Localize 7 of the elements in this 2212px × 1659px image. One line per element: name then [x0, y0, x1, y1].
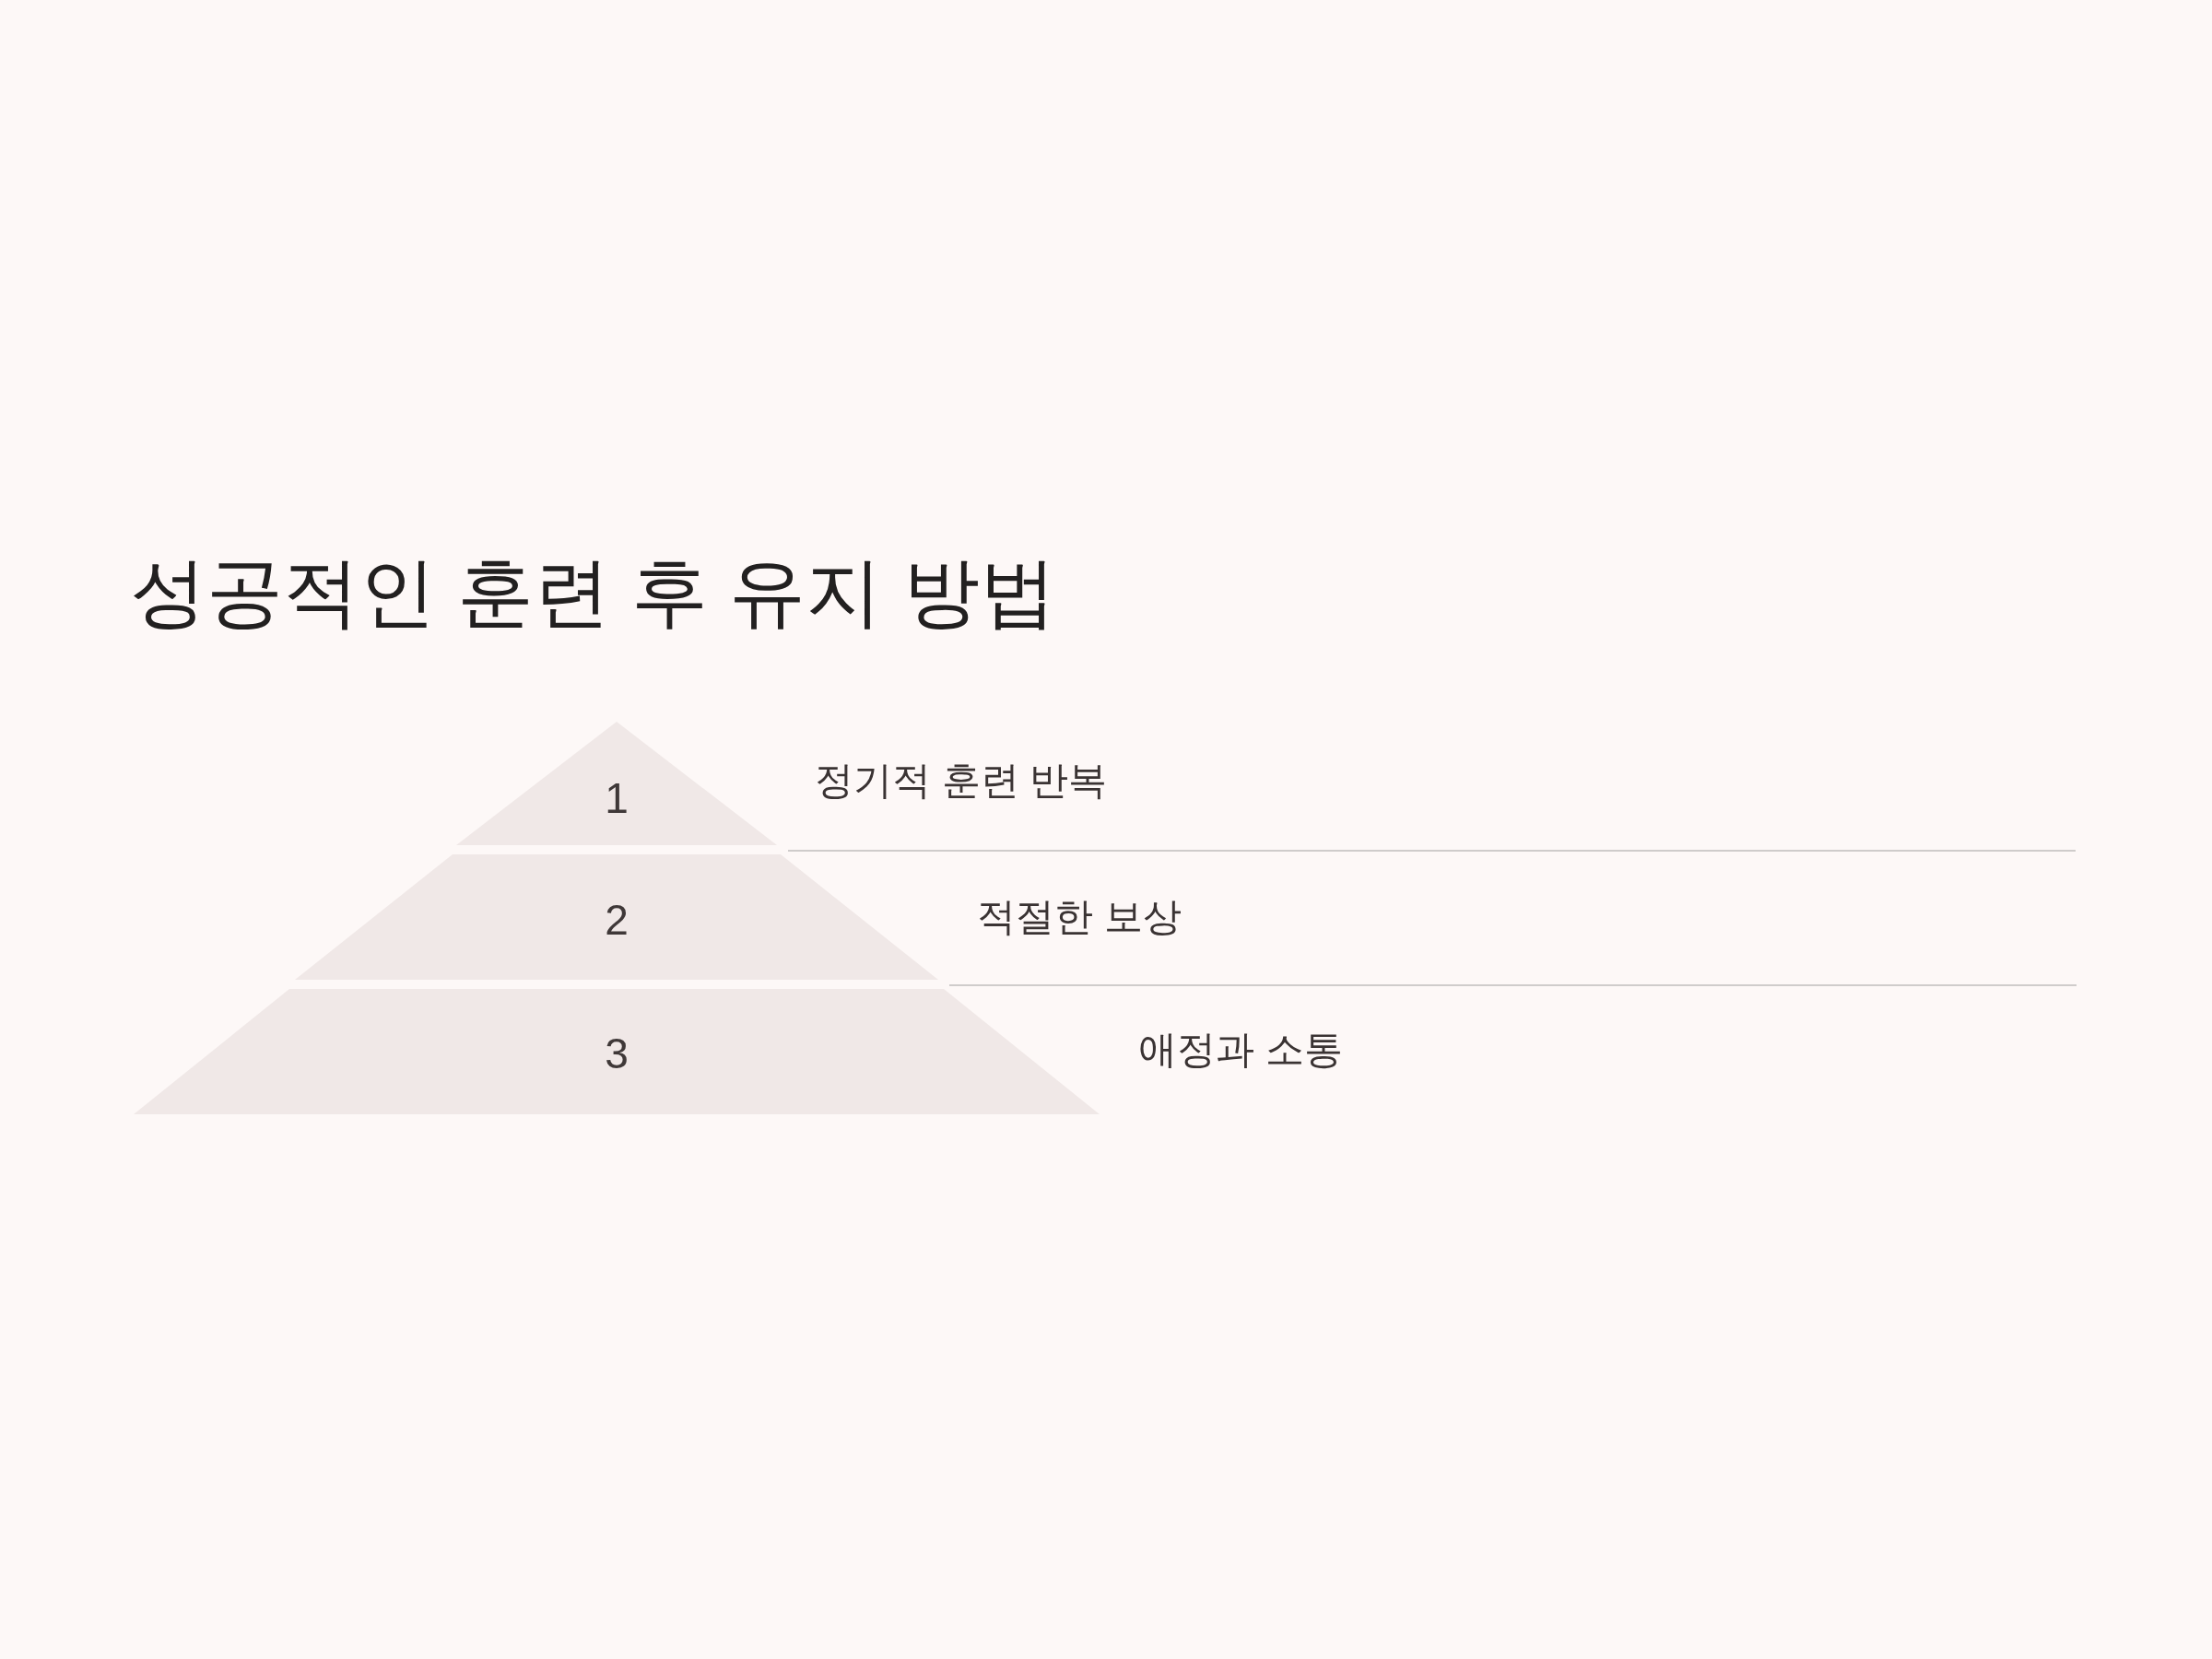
- title: 성공적인 훈련 후 유지 방법: [130, 551, 1057, 634]
- tier-label: 애정과 소통: [1138, 1027, 1343, 1073]
- pyramid-tier: 3: [134, 989, 1100, 1114]
- tier-label: 정기적 훈련 반복: [815, 758, 1108, 804]
- tier-label: 적절한 보상: [977, 894, 1182, 940]
- pyramid-tier: 1: [456, 722, 777, 845]
- pyramid-tier: 2: [295, 854, 938, 980]
